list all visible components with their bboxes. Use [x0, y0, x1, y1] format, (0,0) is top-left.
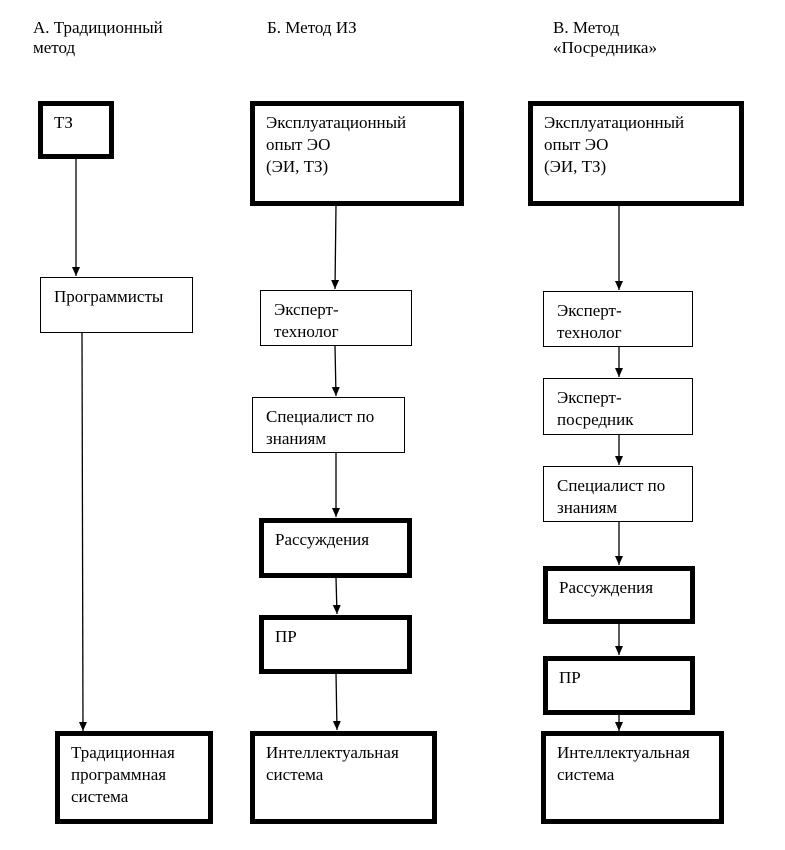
arrow-b-experience-to-expert — [331, 204, 340, 290]
box-a-system: Традиционная программная система — [55, 731, 213, 824]
box-c-experience: Эксплуатационный опыт ЭО (ЭИ, ТЗ) — [528, 101, 744, 206]
box-c-knowledge-specialist: Специалист по знаниям — [543, 466, 693, 522]
arrow-b-reasoning-to-pr — [332, 577, 341, 615]
box-b-knowledge-specialist: Специалист по знаниям — [252, 397, 405, 453]
box-c-pr: ПР — [543, 656, 695, 715]
column-a-heading: А. Традиционный метод — [33, 18, 163, 57]
column-c-heading: В. Метод «Посредника» — [553, 18, 657, 57]
box-c-reasoning: Рассуждения — [543, 566, 695, 624]
arrow-b-expert-to-specialist — [331, 345, 340, 397]
box-b-reasoning: Рассуждения — [259, 518, 412, 578]
column-b-heading: Б. Метод ИЗ — [267, 18, 357, 37]
box-c-system: Интеллектуальная система — [541, 731, 724, 824]
box-a-programmers: Программисты — [40, 277, 193, 333]
arrow-b-pr-to-system — [332, 672, 341, 731]
box-a-tz: ТЗ — [38, 101, 114, 159]
arrow-a-programmers-to-system — [78, 332, 87, 732]
box-b-experience: Эксплуатационный опыт ЭО (ЭИ, ТЗ) — [250, 101, 464, 206]
box-c-expert-technologist: Эксперт- технолог — [543, 291, 693, 347]
box-b-system: Интеллектуальная система — [250, 731, 437, 824]
box-c-expert-mediator: Эксперт- посредник — [543, 378, 693, 435]
box-b-pr: ПР — [259, 615, 412, 674]
box-b-expert-technologist: Эксперт- технолог — [260, 290, 412, 346]
